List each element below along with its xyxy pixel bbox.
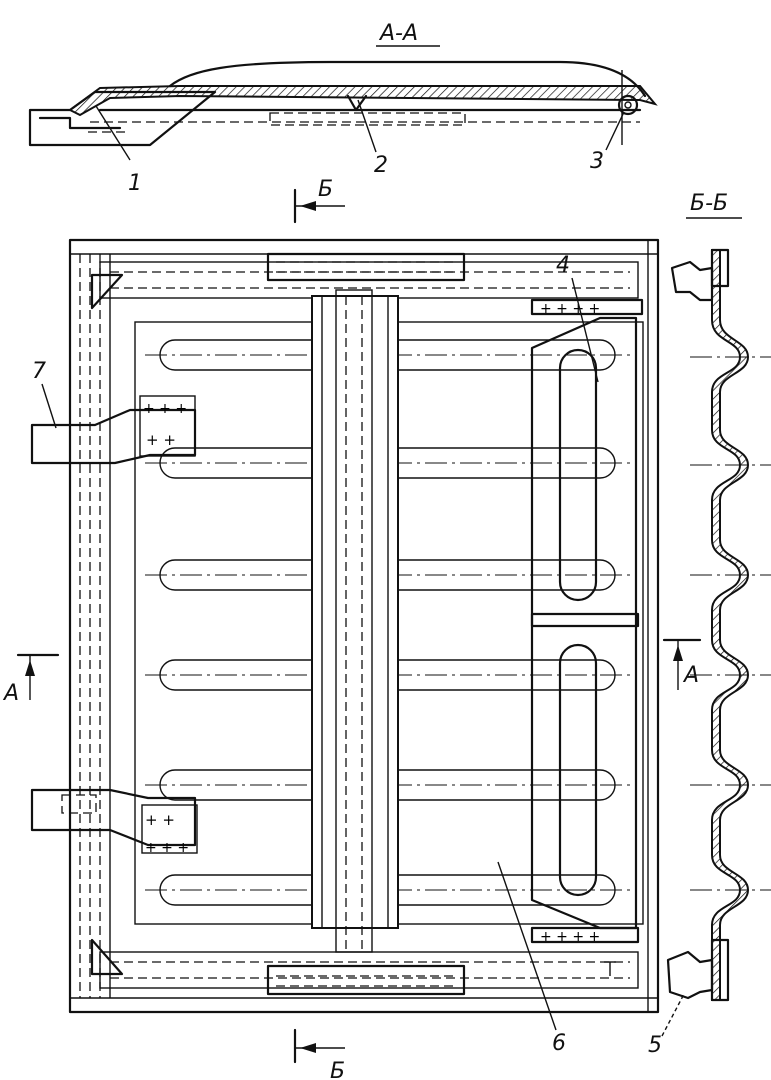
cut-mark-b-top: Б [293,177,345,224]
bottom-stiffener-hidden [276,975,458,987]
cut-label-b-bottom: Б [330,1059,345,1080]
cut-mark-a-right: A [662,638,702,690]
section-aa-stiffener [269,112,466,126]
callout-2: 2 [374,153,388,178]
section-aa-hinge [617,94,639,116]
rivets-top: + + + + [540,301,600,317]
top-left-gusset [90,273,124,310]
cut-mark-a-left: A [2,653,60,706]
door-frame-outer [68,238,660,1014]
latch-lower: + + + + + [30,788,198,856]
section-aa-title: A-A [378,21,418,46]
svg-text:+ + +: + + + [143,401,187,417]
vertical-stiffener [311,289,399,953]
callout-7: 7 [32,359,46,384]
section-bb-title: Б-Б [690,191,728,216]
right-reinforcement: + + + + + + + + [530,298,644,945]
section-aa: A-A 1 2 3 [28,21,658,196]
callout-3: 3 [590,149,604,174]
callout-4: 4 [556,253,570,278]
section-aa-left-bracket [28,90,217,147]
section-aa-center-clip [346,94,368,112]
right-plate [530,316,638,930]
svg-text:+ +: + + [146,431,176,449]
bottom-stiffener-plate [266,964,466,996]
section-bb: Б-Б 5 [648,191,771,1058]
latch-upper: + + + + + [30,395,197,465]
section-aa-hinge-pin [624,101,632,109]
leader-7 [41,383,57,429]
vertical-stiffener-body [311,295,399,929]
cut-label-a-left: A [2,681,19,706]
section-bb-corrugated-skin [711,249,750,1001]
section-bb-top-seal [670,260,714,302]
rivets-bottom: + + + + [540,929,600,945]
svg-text:+ + +: + + + [145,840,189,856]
leader-4 [571,277,599,383]
top-rail-hidden [110,271,630,289]
top-stiffener-plate [266,252,466,282]
section-aa-panel [68,85,658,117]
section-bb-bottom-seal [666,950,714,1000]
frame-left-channel [79,254,101,998]
top-stiffener-hidden [276,261,458,273]
bottom-left-gusset [90,938,124,976]
bracket-middle [530,612,640,628]
leader-3 [605,111,625,151]
section-bb-centerlines [690,356,771,891]
cut-mark-b-bottom: Б [293,1028,345,1080]
latch-lower-body [30,788,197,847]
leader-5 [661,993,685,1037]
vertical-rib-lower [558,643,598,897]
bracket-top [530,298,644,316]
bracket-bottom [530,926,640,944]
cut-label-b-top: Б [318,177,333,202]
callout-1: 1 [128,171,142,196]
callout-6: 6 [552,1031,566,1056]
leader-1 [95,105,131,161]
leader-6 [497,861,557,1031]
svg-text:+ +: + + [145,811,175,829]
section-aa-left-clip [38,116,122,130]
callout-5: 5 [648,1033,662,1058]
bottom-rail [99,951,639,989]
bottom-rail-hidden [110,961,630,979]
main-view: + + + + + + + + + + + + + + + + + + 4 7 … [30,238,660,1056]
vertical-rib-upper [558,348,598,602]
leader-2 [357,99,377,153]
